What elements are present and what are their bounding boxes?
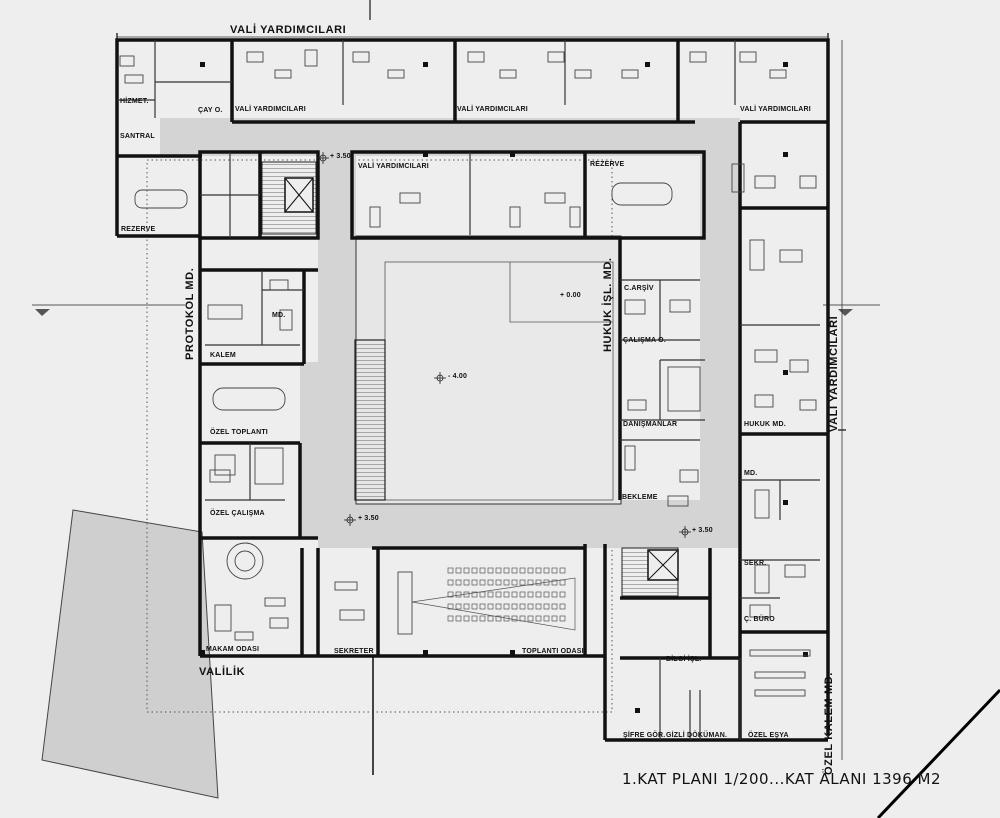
room-label-c-arsiv: C.ARŞİV bbox=[624, 285, 654, 292]
room-label-vy4: VALİ YARDIMCILARI bbox=[358, 163, 429, 170]
room-label-sekr: SEKR. bbox=[744, 560, 767, 567]
room-label-rezerve-left: REZERVE bbox=[121, 226, 156, 233]
site-lines bbox=[32, 0, 1000, 818]
room-label-md-right: MD. bbox=[744, 470, 758, 477]
room-label-makam: MAKAM ODASI bbox=[206, 646, 260, 653]
room-label-ozel-esya: ÖZEL EŞYA bbox=[748, 732, 789, 739]
courtyard-step bbox=[509, 262, 613, 323]
zone-label-right-lower: ÖZEL KALEM MD. bbox=[823, 672, 835, 775]
section-arrow-right bbox=[838, 309, 853, 316]
room-label-hizmet: HİZMET. bbox=[120, 98, 149, 105]
room-label-hukuk-md: HUKUK MD. bbox=[744, 421, 786, 428]
zone-label-center-right: HUKUK İŞL. MD. bbox=[602, 257, 614, 352]
elevation-lower-right: + 3.50 bbox=[692, 527, 713, 534]
room-label-calisma-o: ÇALIŞMA O. bbox=[623, 337, 666, 344]
room-label-rezerve-top: REZERVE bbox=[590, 161, 625, 168]
elevation-courtyard: + 0.00 bbox=[560, 292, 581, 299]
zone-label-right-upper: VALİ YARDIMCILARI bbox=[828, 315, 840, 432]
zone-label-left: PROTOKOL MD. bbox=[184, 267, 196, 360]
structural-columns bbox=[200, 62, 808, 713]
room-label-bilgi: BİLGİ İŞL. bbox=[666, 656, 702, 663]
room-label-danismanlar: DANIŞMANLAR bbox=[623, 421, 678, 428]
thin-walls bbox=[117, 40, 820, 740]
room-label-toplanti: TOPLANTI ODASI bbox=[522, 648, 584, 655]
furniture bbox=[119, 49, 817, 697]
room-label-ozel-calisma: ÖZEL ÇALIŞMA bbox=[210, 510, 265, 517]
atrium-stair bbox=[354, 339, 386, 501]
elevation-atrium: - 4.00 bbox=[448, 373, 468, 380]
room-label-cay: ÇAY O. bbox=[198, 107, 223, 114]
room-label-gizli: GİZLİ DÖKÜMAN. bbox=[666, 732, 728, 739]
room-label-ozel-toplanti: ÖZEL TOPLANTI bbox=[210, 429, 268, 436]
room-label-vy2: VALİ YARDIMCILARI bbox=[457, 106, 528, 113]
zone-label-bottom-left: VALİLİK bbox=[199, 666, 246, 678]
elevation-lower-left: + 3.50 bbox=[358, 515, 379, 522]
section-arrow-left bbox=[35, 309, 50, 316]
room-label-vy1: VALİ YARDIMCILARI bbox=[235, 106, 306, 113]
courtyard bbox=[384, 261, 614, 501]
zone-label-top: VALİ YARDIMCILARI bbox=[230, 24, 347, 36]
site-diagonal-line bbox=[876, 688, 1000, 818]
adjacent-building-outline bbox=[41, 509, 219, 799]
room-label-bekleme: BEKLEME bbox=[622, 494, 658, 501]
room-label-santral: SANTRAL bbox=[120, 133, 155, 140]
elevation-markers bbox=[317, 152, 691, 538]
atrium bbox=[354, 235, 622, 505]
room-label-c-buro: Ç. BÜRO bbox=[744, 616, 775, 623]
seating bbox=[447, 567, 566, 622]
room-label-sifre: ŞİFRE GÖR. bbox=[623, 732, 666, 739]
room-label-vy3: VALİ YARDIMCILARI bbox=[740, 106, 811, 113]
room-label-md-protokol: MD. bbox=[272, 312, 286, 319]
room-label-kalem: KALEM bbox=[210, 352, 236, 359]
corridors bbox=[160, 118, 740, 548]
stairs bbox=[261, 161, 679, 597]
walls bbox=[115, 38, 830, 742]
room-label-sekreter: SEKRETER bbox=[334, 648, 374, 655]
drawing-title: 1.KAT PLANI 1/200...KAT ALANI 1396 M2 bbox=[622, 770, 942, 788]
elevation-upper-left: + 3.50 bbox=[330, 153, 351, 160]
